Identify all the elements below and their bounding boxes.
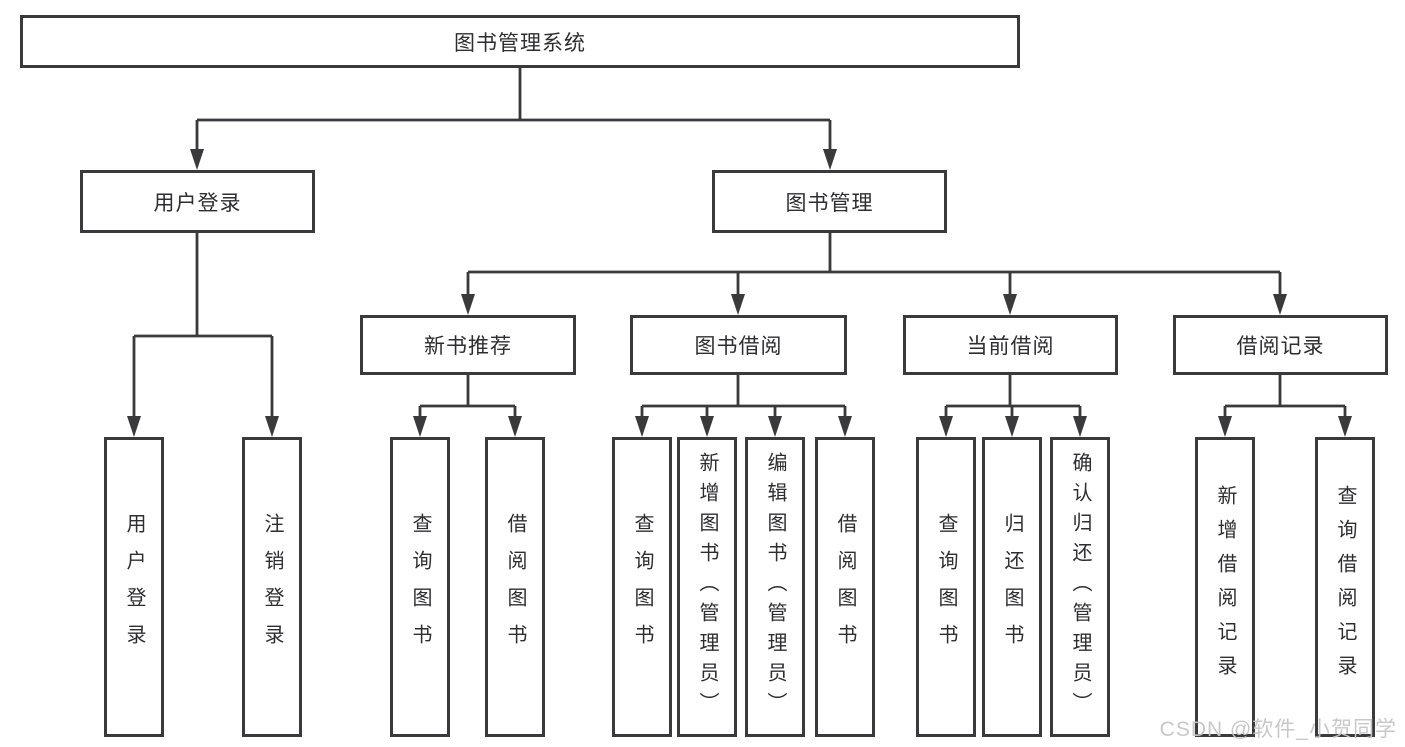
node-current-borrowing: 当前借阅 [903,315,1118,375]
node-book-borrowing: 图书借阅 [630,315,847,375]
leaf-logout: 注销登录 [242,437,302,737]
leaf-user-login: 用户登录 [104,437,164,737]
leaf-return-book: 归还图书 [982,437,1042,737]
node-new-book-recommend: 新书推荐 [360,315,576,375]
leaf-confirm-return-admin: 确认归还（管理员） [1050,437,1110,737]
leaf-add-borrow-record: 新增借阅记录 [1195,437,1255,737]
leaf-query-books-2: 查询图书 [612,437,672,737]
leaf-edit-book-admin: 编辑图书（管理员） [745,437,805,737]
leaf-add-book-admin: 新增图书（管理员） [677,437,737,737]
node-user-login-branch: 用户登录 [80,170,315,233]
node-root: 图书管理系统 [20,15,1020,68]
leaf-query-books-1: 查询图书 [390,437,450,737]
leaf-query-borrow-record: 查询借阅记录 [1315,437,1375,737]
node-book-management: 图书管理 [712,170,947,233]
leaf-borrow-books-2: 借阅图书 [815,437,875,737]
node-borrowing-records: 借阅记录 [1173,315,1388,375]
watermark: CSDN @软件_小贺同学 [1159,718,1397,741]
leaf-borrow-books-1: 借阅图书 [485,437,545,737]
leaf-query-books-3: 查询图书 [916,437,976,737]
